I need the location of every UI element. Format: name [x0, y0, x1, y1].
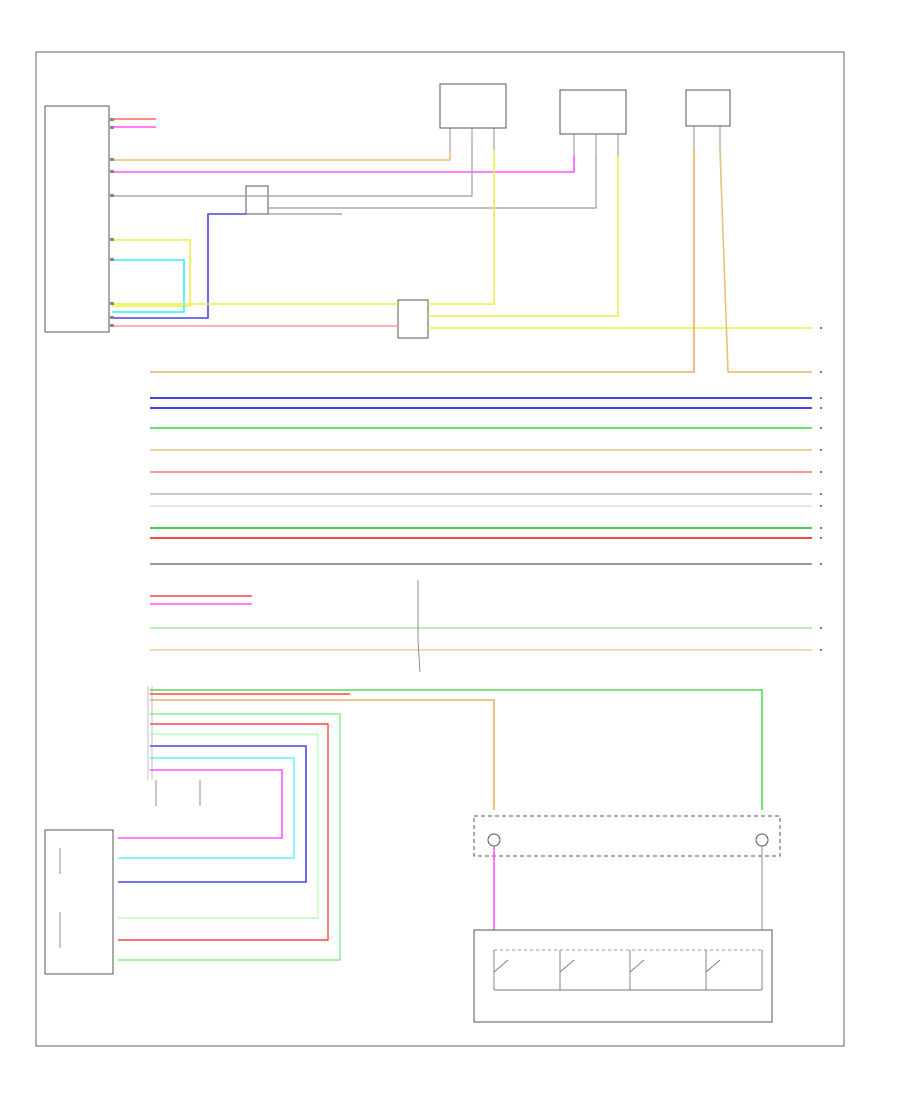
bottom-left-module: [44, 829, 114, 975]
wire-green-lower-1: [150, 689, 763, 810]
control-module-block: [44, 105, 110, 333]
switch-terminal-right: [755, 833, 769, 847]
top-component-3: [685, 89, 731, 150]
wire-tan-2-vert: [719, 149, 729, 373]
wire-violet-1: [112, 213, 246, 319]
switch-bank-contacts: [493, 950, 763, 991]
inline-connector-2: [245, 185, 269, 215]
wire-pink-1: [112, 156, 575, 173]
wire-cyan-lower: [118, 757, 295, 859]
top-component-2: [559, 89, 627, 156]
wire-yellow-1: [112, 239, 191, 307]
wire-tan-1: [112, 150, 451, 161]
wire-yellow-3: [428, 150, 495, 305]
wire-orange-tan-long: [150, 150, 695, 373]
wire-blue-lower: [118, 745, 307, 883]
right-edge-terminals: [820, 327, 822, 651]
inline-connector-1: [397, 299, 429, 339]
switch-bank-block: [473, 929, 773, 1023]
wire-gray-2: [268, 156, 597, 209]
ground-line-1: [417, 580, 421, 673]
wire-orange-lower: [150, 699, 495, 810]
switch-assembly-dashed: [473, 815, 781, 857]
wire-gray-1: [112, 150, 473, 197]
switch-terminal-left: [487, 833, 501, 847]
top-component-1: [439, 83, 507, 150]
diagram-frame: [35, 51, 845, 1047]
wire-green-lower-2: [118, 713, 341, 961]
wire-lightgreen-lower: [118, 733, 319, 919]
wire-red-lower-2: [118, 723, 329, 941]
module-pin-marks: [110, 118, 114, 327]
harness-connector-marks: [147, 686, 153, 780]
wire-cyan-1: [112, 259, 185, 313]
wire-yellow-4: [428, 156, 619, 317]
ground-symbols-lower: [155, 780, 201, 806]
wire-pink-lower: [118, 769, 283, 839]
